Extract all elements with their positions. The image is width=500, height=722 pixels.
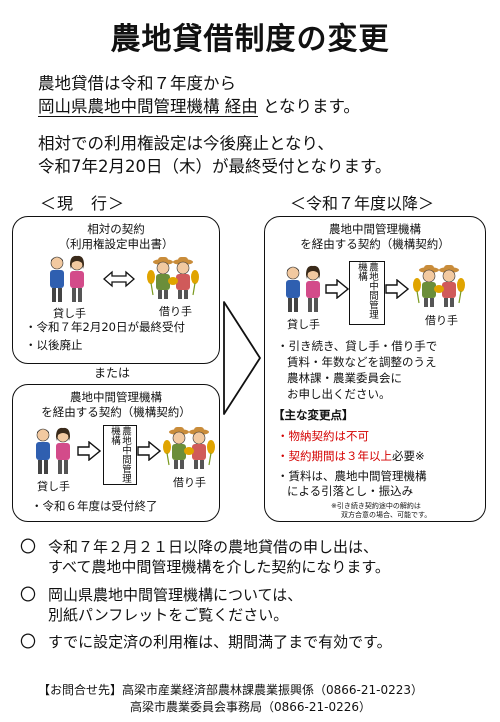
- change-3a: ・賃料は、農地中間管理機構: [277, 469, 427, 483]
- intro-org-underlined: 岡山県農地中間管理機構 経由: [38, 97, 258, 117]
- future-paragraph: ・引き続き、貸し手・借り手で 賃料・年数などを調整のうえ 農林課・農業委員会に …: [277, 338, 437, 402]
- arrow-right-icon: [325, 279, 349, 299]
- org-box: 農地中間管理機構: [349, 261, 385, 325]
- bullet-3-line-1: すでに設定済の利用権は、期間満了まで有効です。: [48, 633, 392, 651]
- intro-line-4: 令和7年2月20日（木）が最終受付となります。: [38, 157, 392, 176]
- current-heading: ＜現 行＞: [40, 194, 126, 213]
- bullet-1-line-2: すべて農地中間管理機構を介した契約になります。: [48, 558, 390, 576]
- contact-phone-1: 高梁市産業経済部農林課農業振興係（0866-21-0223）: [122, 683, 424, 697]
- box2-title-2: を経由する契約（機構契約）: [41, 405, 191, 419]
- box2-title-1: 農地中間管理機構: [70, 390, 162, 404]
- footnote-2: 双方合意の場合、可能です。: [341, 511, 432, 519]
- future-org-contract-box: 農地中間管理機構 を経由する契約（機構契約） 農地中間管理機構 貸し手 借り手 …: [264, 216, 486, 522]
- box2-note: ・令和６年度は受付終了: [31, 499, 158, 513]
- lender-people-icon: [285, 265, 321, 313]
- current-direct-contract-box: 相対の契約 （利用権設定申出書） 貸し手 借り手 ・令和７年2月20日が最終受付…: [12, 216, 220, 364]
- current-org-contract-box: 農地中間管理機構 を経由する契約（機構契約） 農地中間管理機構 貸し手 借り手 …: [12, 384, 220, 522]
- borrower-label: 借り手: [425, 314, 458, 327]
- box1-note-1: ・令和７年2月20日が最終受付: [25, 320, 185, 334]
- lender-label: 貸し手: [53, 307, 86, 320]
- intro-line-2: 岡山県農地中間管理機構 経由 となります。: [38, 95, 360, 118]
- circle-mark: 〇: [20, 585, 37, 604]
- bullet-1-line-1: 令和７年２月２１日以降の農地貸借の申し出は、: [48, 538, 379, 556]
- footnote-1: ※引き続き契約途中の解約は: [331, 502, 421, 510]
- intro-line-3: 相対での利用権設定は今後廃止となり、: [38, 134, 334, 153]
- arrow-right-icon: [385, 279, 409, 299]
- borrower-label: 借り手: [173, 476, 206, 489]
- lender-label: 貸し手: [37, 480, 70, 493]
- future-heading: ＜令和７年度以降＞: [290, 194, 435, 213]
- future-para-line: お申し出ください。: [287, 387, 391, 401]
- borrower-label: 借り手: [159, 305, 192, 318]
- arrow-right-icon: [137, 441, 161, 461]
- farmers-icon: [163, 426, 216, 470]
- future-para-line: 賃料・年数などを調整のうえ: [287, 355, 437, 369]
- contact-line-1: 【お問合せ先】高梁市産業経済部農林課農業振興係（0866-21-0223）: [38, 682, 423, 698]
- farmers-icon: [413, 264, 466, 308]
- page-title: 農地貸借制度の変更: [110, 22, 390, 57]
- intro-line-1: 農地貸借は令和７年度から: [38, 74, 236, 93]
- intro-line-2-suffix: となります。: [257, 97, 360, 116]
- lender-people-icon: [35, 427, 71, 475]
- lender-label: 貸し手: [287, 318, 320, 331]
- bullet-2-line-2: 別紙パンフレットをご覧ください。: [48, 606, 289, 624]
- future-title-2: を経由する契約（機構契約）: [300, 237, 450, 251]
- box1-title-2: （利用権設定申出書）: [58, 237, 174, 251]
- change-2: ・契約期間は３年以上必要※: [277, 449, 425, 464]
- bullet-2-line-1: 岡山県農地中間管理機構については、: [48, 586, 303, 604]
- arrow-right-icon: [77, 441, 101, 461]
- change-3b: による引落とし・振込み: [287, 484, 414, 498]
- circle-mark: 〇: [20, 632, 37, 651]
- box1-title-1: 相対の契約: [87, 222, 145, 236]
- lender-people-icon: [49, 255, 85, 303]
- future-para-line: 農林課・農業委員会に: [287, 371, 402, 385]
- change-2-red: ・契約期間は３年以上: [277, 449, 392, 463]
- contact-line-2: 高梁市農業委員会事務局（0866-21-0226）: [130, 700, 372, 714]
- org-box: 農地中間管理機構: [103, 425, 137, 485]
- box1-note-2: ・以後廃止: [25, 338, 83, 352]
- change-2-suffix: 必要※: [392, 449, 425, 463]
- double-arrow-icon: [103, 270, 135, 288]
- future-para-line: ・引き続き、貸し手・借り手で: [277, 339, 438, 353]
- farmers-icon: [147, 256, 200, 300]
- future-title-1: 農地中間管理機構: [329, 222, 421, 236]
- or-label: または: [94, 366, 131, 380]
- contact-label: 【お問合せ先】: [38, 683, 123, 697]
- change-1: ・物納契約は不可: [277, 429, 369, 443]
- changes-title: 【主な変更点】: [273, 408, 354, 422]
- big-arrow-icon: [223, 301, 261, 415]
- circle-mark: 〇: [20, 537, 37, 556]
